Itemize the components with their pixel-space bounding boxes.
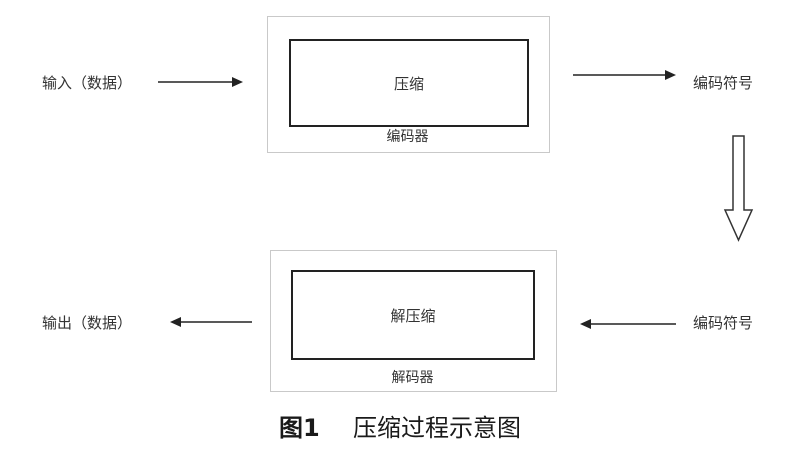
- decoder-input-arrow: [580, 319, 676, 329]
- figure-title: 压缩过程示意图: [352, 414, 521, 442]
- decoder-label: 解码器: [391, 370, 434, 386]
- encoder-label: 编码器: [386, 129, 429, 145]
- encoder-input-label: 输入（数据）: [42, 74, 133, 92]
- down-hollow-arrow: [723, 135, 754, 242]
- figure-caption: 图1 压缩过程示意图: [0, 408, 800, 443]
- encoder-output-label: 编码符号: [693, 74, 754, 92]
- decoder-output-arrow: [170, 317, 252, 327]
- decoder-input-label: 编码符号: [693, 314, 754, 332]
- encoder-input-arrow: [158, 77, 243, 87]
- decoder-output-label: 输出（数据）: [42, 314, 133, 332]
- compress-label: 压缩: [393, 74, 424, 93]
- decompress-label: 解压缩: [390, 306, 436, 325]
- encoder-output-arrow: [573, 70, 676, 80]
- figure-number: 图1: [279, 414, 320, 442]
- decompress-box: 解压缩: [291, 270, 535, 360]
- compress-box: 压缩: [289, 39, 529, 127]
